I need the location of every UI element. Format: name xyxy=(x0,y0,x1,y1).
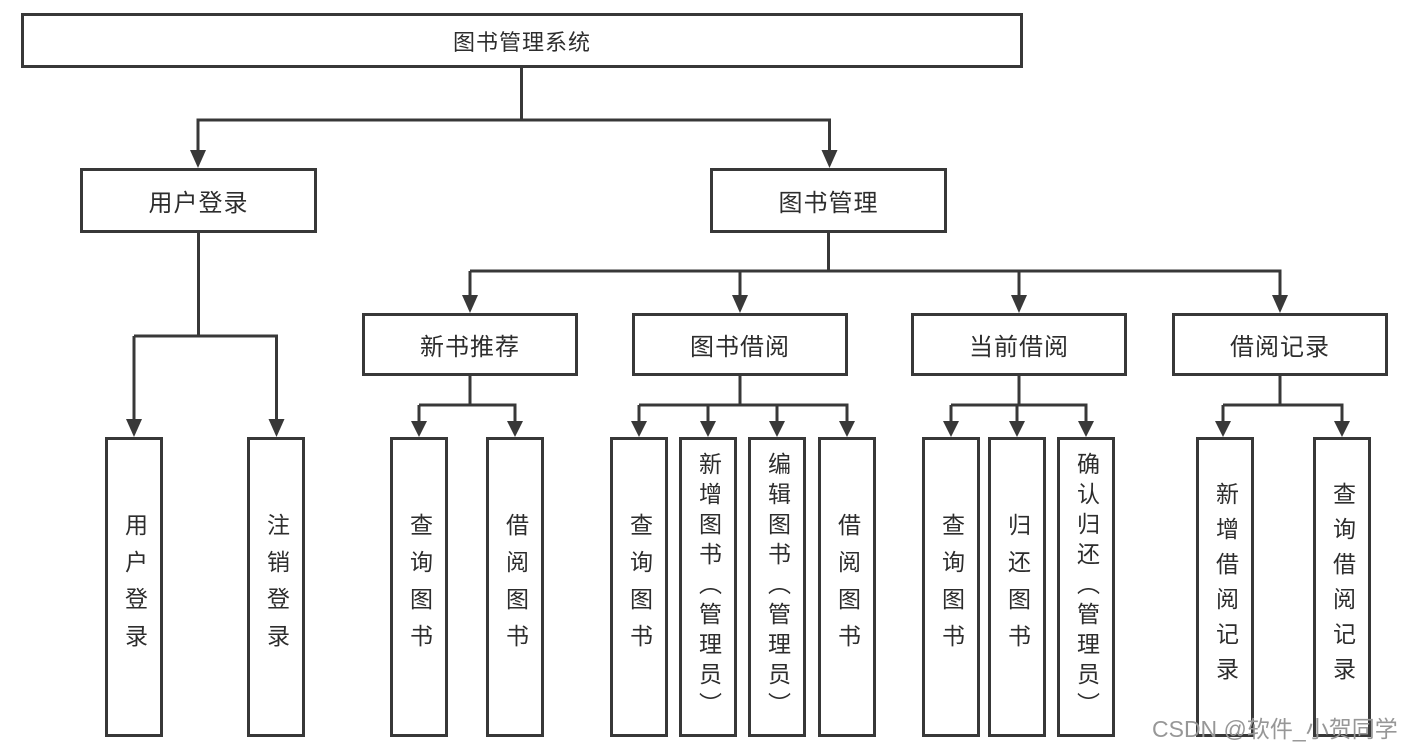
leaf-new-books-borrow: 借阅图书 xyxy=(486,437,544,737)
arrowhead-icon xyxy=(462,295,478,313)
arrowhead-icon xyxy=(1011,295,1027,313)
node-borrow-records: 借阅记录 xyxy=(1172,313,1388,376)
arrowhead-icon xyxy=(190,150,206,168)
leaf-book-borrow-query: 查询图书 xyxy=(610,437,668,737)
node-root-system: 图书管理系统 xyxy=(21,13,1023,68)
arrowhead-icon xyxy=(700,421,716,437)
node-user-login: 用户登录 xyxy=(80,168,317,233)
node-label: 当前借阅 xyxy=(969,334,1069,361)
leaf-new-books-query: 查询图书 xyxy=(390,437,448,737)
arrowhead-icon xyxy=(411,421,427,437)
leaf-current-borrow-confirm-admin: 确认归还（管理员） xyxy=(1057,437,1115,737)
arrowhead-icon xyxy=(126,419,142,437)
node-label: 用户登录 xyxy=(121,513,148,661)
node-label: 查询图书 xyxy=(406,513,433,661)
connector-book-mgmt-children xyxy=(462,233,1288,313)
connector-root-children xyxy=(190,68,838,168)
node-label: 借阅记录 xyxy=(1230,334,1330,361)
node-label: 新增图书（管理员） xyxy=(695,452,722,722)
node-label: 新增借阅记录 xyxy=(1212,482,1239,692)
leaf-book-borrow-edit-admin: 编辑图书（管理员） xyxy=(748,437,806,737)
arrowhead-icon xyxy=(769,421,785,437)
node-label: 用户登录 xyxy=(148,190,249,217)
node-label: 图书管理 xyxy=(778,190,879,217)
node-label: 注销登录 xyxy=(263,513,290,661)
arrowhead-icon xyxy=(1334,421,1350,437)
arrowhead-icon xyxy=(1272,295,1288,313)
leaf-book-borrow-borrow: 借阅图书 xyxy=(818,437,876,737)
arrowhead-icon xyxy=(1215,421,1231,437)
node-label: 借阅图书 xyxy=(834,513,861,661)
connector-new-books-children xyxy=(411,376,523,437)
arrowhead-icon xyxy=(839,421,855,437)
node-label: 图书管理系统 xyxy=(452,29,591,55)
arrowhead-icon xyxy=(943,421,959,437)
node-label: 编辑图书（管理员） xyxy=(764,452,791,722)
node-label: 查询借阅记录 xyxy=(1329,482,1356,692)
node-label: 借阅图书 xyxy=(502,513,529,661)
node-current-borrow: 当前借阅 xyxy=(911,313,1127,376)
node-book-mgmt: 图书管理 xyxy=(710,168,947,233)
leaf-user-login: 用户登录 xyxy=(105,437,163,737)
leaf-borrow-records-add: 新增借阅记录 xyxy=(1196,437,1254,737)
arrowhead-icon xyxy=(268,419,285,437)
leaf-current-borrow-query: 查询图书 xyxy=(922,437,980,737)
node-label: 查询图书 xyxy=(626,513,653,661)
arrowhead-icon xyxy=(507,421,523,437)
arrowhead-icon xyxy=(631,421,647,437)
leaf-book-borrow-add-admin: 新增图书（管理员） xyxy=(679,437,737,737)
arrowhead-icon xyxy=(732,295,748,313)
leaf-current-borrow-return: 归还图书 xyxy=(988,437,1046,737)
connector-book-borrow-children xyxy=(631,376,855,437)
leaf-logout: 注销登录 xyxy=(247,437,305,737)
arrowhead-icon xyxy=(821,150,838,168)
leaf-borrow-records-query: 查询借阅记录 xyxy=(1313,437,1371,737)
arrowhead-icon xyxy=(1078,421,1094,437)
node-new-books: 新书推荐 xyxy=(362,313,578,376)
connector-current-borrow-children xyxy=(943,376,1094,437)
node-label: 归还图书 xyxy=(1004,513,1031,661)
csdn-watermark: CSDN @软件_小贺同学 xyxy=(1152,716,1398,742)
connector-user-login-children xyxy=(126,233,285,437)
node-label: 图书借阅 xyxy=(690,334,790,361)
node-label: 新书推荐 xyxy=(420,334,520,361)
node-book-borrow: 图书借阅 xyxy=(632,313,848,376)
node-label: 确认归还（管理员） xyxy=(1073,452,1100,722)
arrowhead-icon xyxy=(1009,421,1025,437)
connector-borrow-records-children xyxy=(1215,376,1350,437)
node-label: 查询图书 xyxy=(938,513,965,661)
